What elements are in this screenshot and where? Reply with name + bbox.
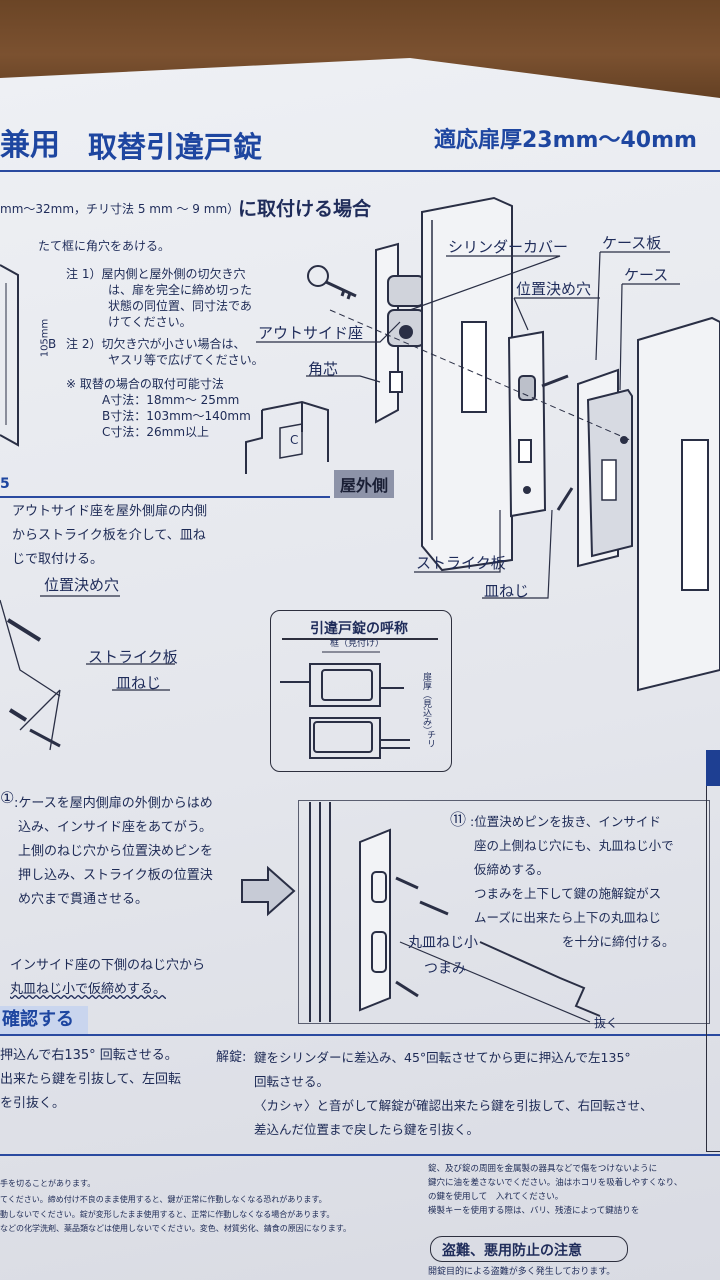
- strike-plate: [507, 330, 547, 518]
- s2-label-positioning-hole: 位置決め穴: [44, 576, 120, 594]
- footer-left: 手を切ることがあります。 てください。締め付け不良のまま使用すると、鍵が正常に作…: [0, 1179, 351, 1233]
- label-positioning-hole: 位置決め穴: [516, 280, 592, 298]
- section1-line1: たて框に角穴をあける。: [38, 239, 171, 253]
- label-pull: 抜く: [594, 1016, 619, 1030]
- label-square-core: 角芯: [308, 360, 339, 378]
- notice-line: 開錠目的による盗難が多く発生しております。: [428, 1267, 616, 1277]
- label-flat-screw: 皿ねじ: [484, 582, 530, 600]
- footer-right: 錠、及び錠の周囲を金属製の器具などで傷をつけないように 鍵穴に油を差さないでくだ…: [428, 1164, 683, 1216]
- arrow-right-icon: [241, 865, 296, 917]
- section2-sketch: [0, 595, 175, 751]
- step1-text: :ケースを屋内側扉の外側からはめ 込み、インサイド座をあてがう。 上側のねじ穴か…: [14, 796, 214, 907]
- step1-lower: インサイド座の下側のねじ穴から 丸皿ねじ小で仮締めする。: [10, 958, 206, 997]
- step2-marker: ⑪: [450, 810, 467, 829]
- label-frame: 框（見付け）: [330, 639, 385, 649]
- label-strike-plate: ストライク板: [416, 554, 506, 572]
- nomenclature-title: 引違戸錠の呼称: [310, 621, 408, 637]
- section2-rule: [0, 496, 330, 498]
- note3: ※ 取替の場合の取付可能寸法 A寸法：18mm～ 25mm B寸法：103mm～…: [66, 377, 251, 439]
- pull-pin-sketch: [479, 941, 601, 1017]
- label-thickness: 扉厚（見込み）: [421, 672, 431, 735]
- label-knob: つまみ: [424, 961, 466, 977]
- step-illustration: [309, 802, 591, 1023]
- confirm-rule: [0, 1034, 720, 1036]
- c-dimension-sketch: [245, 400, 329, 474]
- notice-pill: [430, 1236, 628, 1262]
- unlock-prefix: 解錠:: [216, 1050, 247, 1065]
- s2-label-strike-plate: ストライク板: [88, 648, 178, 666]
- section1-heading-prefix: mm～32mm，チリ寸法 5 mm ～ 9 mm）: [0, 202, 240, 216]
- label-case: ケース: [624, 266, 669, 284]
- nomenclature-sketch: [280, 651, 410, 759]
- section2-text: アウトサイド座を屋外側扉の内側 からストライク板を介して、皿ね じで取付ける。: [12, 504, 208, 567]
- step2-text: :位置決めピンを抜き、インサイド 座の上側ねじ穴にも、丸皿ねじ小で 仮締めする。…: [470, 814, 675, 949]
- step1-marker: ①: [0, 788, 15, 807]
- label-cylinder-cover: シリンダーカバー: [448, 238, 569, 256]
- flat-screws: [541, 374, 574, 511]
- confirm-banner: 確認する: [0, 1006, 88, 1034]
- label-outside-seat: アウトサイド座: [258, 324, 364, 342]
- confirm-right: 鍵をシリンダーに差込み、45°回転させてから更に押込んで左135° 回転させる。…: [254, 1050, 653, 1137]
- notice-title: 盗難、悪用防止の注意: [442, 1243, 582, 1259]
- step-illustration-frame: [298, 800, 710, 1024]
- dim-b: B: [48, 337, 57, 351]
- dim-c: C: [290, 433, 299, 447]
- footer-rule: [0, 1154, 720, 1156]
- section2-number: 5: [0, 476, 10, 492]
- door-frame-sketch: [0, 264, 19, 447]
- case-assembly: [577, 368, 633, 568]
- nomenclature-rule: [282, 638, 438, 640]
- door-thickness-range: 適応扉厚23mm～40mm: [434, 128, 697, 153]
- side-box-header: [706, 750, 720, 786]
- label-chiri: チリ: [425, 730, 435, 748]
- s2-label-flat-screw: 皿ねじ: [116, 674, 162, 692]
- exterior-tag: 屋外側: [334, 470, 395, 498]
- side-box: [706, 750, 720, 1152]
- key-icon: [307, 265, 357, 300]
- note2: 注 2）切欠き穴が小さい場合は、 ヤスリ等で広げてください。: [66, 337, 264, 367]
- confirm-left: 押込んで右135° 回転させる。 出来たら鍵を引抜して、左回転 を引抜く。: [0, 1048, 181, 1111]
- label-round-screw: 丸皿ねじ小: [408, 935, 478, 951]
- nomenclature-box: [270, 610, 452, 772]
- page-title: 取替引違戸錠: [88, 130, 263, 164]
- door-panel-right: [637, 316, 720, 692]
- alignment-guide: [329, 309, 631, 441]
- section1-heading-suffix: に取付ける場合: [238, 198, 372, 220]
- title-left: 兼用: [0, 128, 60, 163]
- header-rule: [0, 170, 720, 172]
- label-case-plate: ケース板: [602, 234, 662, 252]
- note1: 注 1）屋内側と屋外側の切欠き穴 は、扉を完全に締め切った 状態の同位置、同寸法…: [66, 267, 253, 329]
